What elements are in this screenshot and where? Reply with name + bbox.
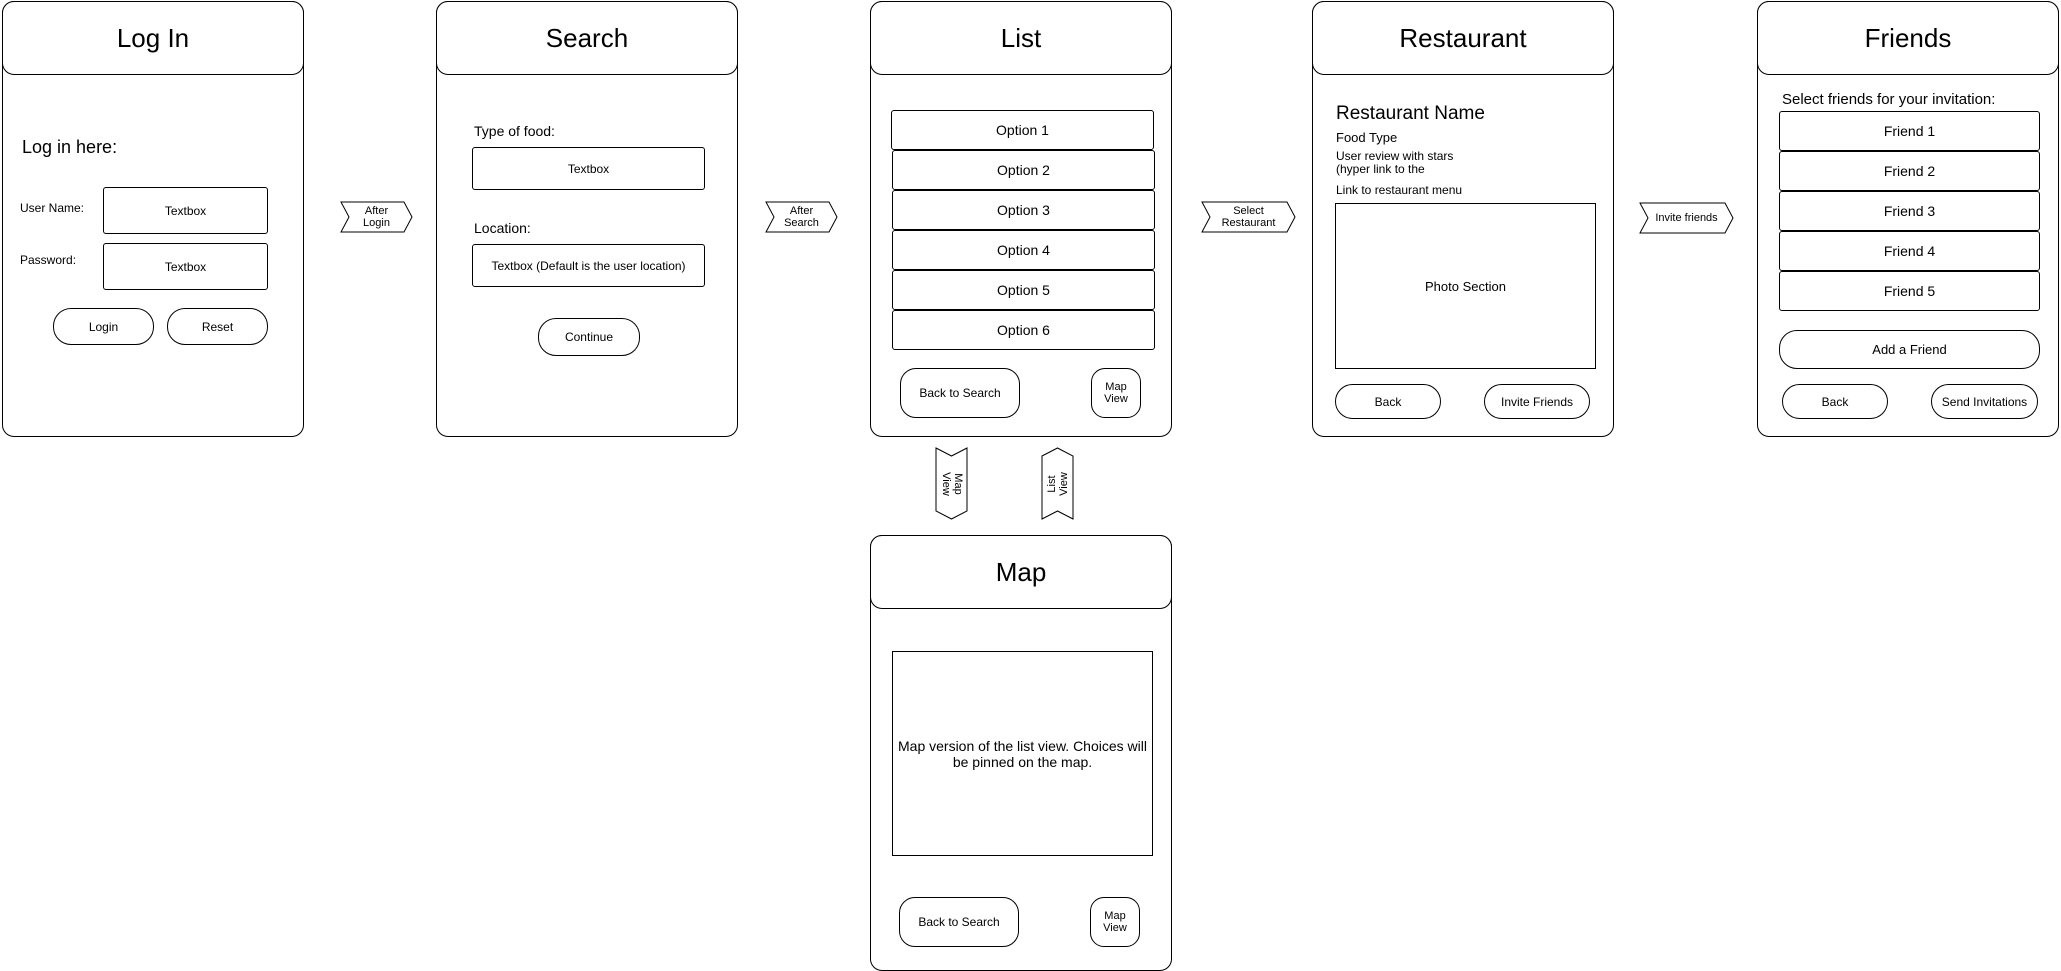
food-type-label: Type of food: [474,123,555,139]
back-to-search-button[interactable]: Back to Search [900,368,1020,418]
arrow-shape [1639,202,1734,234]
login-prompt: Log in here: [22,137,118,157]
select-restaurant-arrow: Select Restaurant [1201,201,1296,233]
map-view-label: Map View [939,471,964,496]
list-view-label: List View [1045,471,1070,496]
search-title: Search [436,1,738,75]
location-label: Location: [474,220,531,236]
friend-item[interactable]: Friend 1 [1779,111,2040,151]
back-button[interactable]: Back [1335,384,1441,419]
food-type: Food Type [1336,130,1398,145]
search-screen: Search Type of food: Textbox Location: T… [436,1,738,437]
password-input[interactable]: Textbox [103,243,268,290]
username-input[interactable]: Textbox [103,187,268,234]
list-option[interactable]: Option 4 [892,230,1155,270]
after-login-arrow: After Login [340,201,413,233]
map-view-button[interactable]: Map View [1090,897,1140,947]
after-search-arrow: After Search [765,201,838,233]
friend-item[interactable]: Friend 4 [1779,231,2040,271]
map-area: Map version of the list view. Choices wi… [892,651,1153,856]
location-input[interactable]: Textbox (Default is the user location) [472,244,705,287]
list-screen: List Option 1 Option 2 Option 3 Option 4… [870,1,1172,437]
select-restaurant-label: Select Restaurant [1221,205,1276,229]
list-option[interactable]: Option 2 [892,150,1155,190]
invite-friends-arrow: Invite friends [1639,202,1734,234]
add-friend-button[interactable]: Add a Friend [1779,330,2040,369]
map-screen: Map Map version of the list view. Choice… [870,535,1172,971]
list-option[interactable]: Option 5 [892,270,1155,310]
after-login-label: After Login [363,205,390,229]
invite-friends-label: Invite friends [1655,212,1718,224]
friend-item[interactable]: Friend 3 [1779,191,2040,231]
username-label: User Name: [20,201,85,215]
arrow-shape [935,447,968,520]
login-screen: Log In Log in here: User Name: Textbox P… [2,1,304,437]
continue-button[interactable]: Continue [538,318,640,356]
list-option[interactable]: Option 6 [892,310,1155,350]
login-title: Log In [2,1,304,75]
list-option[interactable]: Option 1 [891,110,1154,150]
arrow-shape [765,201,838,233]
friends-screen: Friends Select friends for your invitati… [1757,1,2059,437]
arrow-shape [1041,447,1074,520]
reset-button[interactable]: Reset [167,308,268,345]
friend-item[interactable]: Friend 5 [1779,271,2040,311]
friends-prompt: Select friends for your invitation: [1782,91,1996,108]
restaurant-screen: Restaurant Restaurant Name Food Type Use… [1312,1,1614,437]
invite-friends-button[interactable]: Invite Friends [1484,384,1590,419]
map-title: Map [870,535,1172,609]
user-review: User review with stars (hyper link to th… [1336,149,1454,176]
list-title: List [870,1,1172,75]
send-invitations-button[interactable]: Send Invitations [1931,384,2038,419]
list-view-arrow: List View [1041,447,1074,520]
map-view-arrow: Map View [935,447,968,520]
list-option[interactable]: Option 3 [892,190,1155,230]
restaurant-title: Restaurant [1312,1,1614,75]
friends-title: Friends [1757,1,2059,75]
menu-link[interactable]: Link to restaurant menu [1336,183,1463,197]
back-to-search-button[interactable]: Back to Search [899,897,1019,947]
arrow-shape [340,201,413,233]
after-search-label: After Search [784,205,819,229]
password-label: Password: [20,253,77,267]
photo-section: Photo Section [1335,203,1596,369]
food-type-input[interactable]: Textbox [472,147,705,190]
map-view-button[interactable]: Map View [1091,368,1141,418]
friend-item[interactable]: Friend 2 [1779,151,2040,191]
restaurant-name: Restaurant Name [1336,103,1485,124]
back-button[interactable]: Back [1782,384,1888,419]
arrow-shape [1201,201,1296,233]
login-button[interactable]: Login [53,308,154,345]
